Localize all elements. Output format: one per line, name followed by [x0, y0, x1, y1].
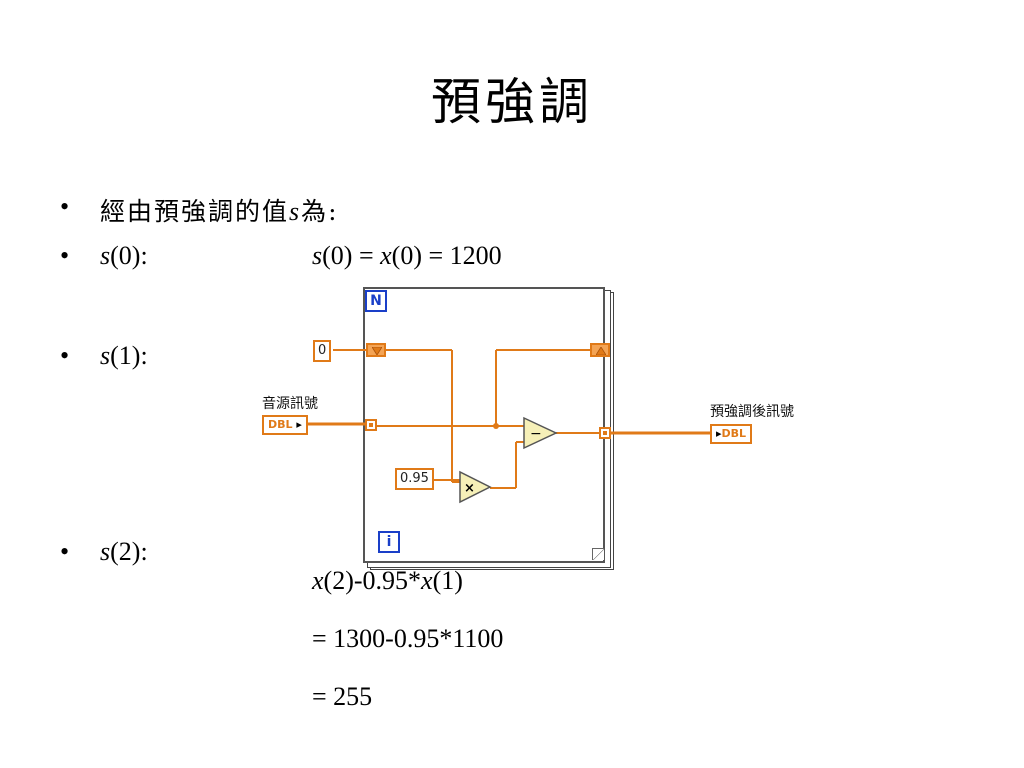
loop-iteration-terminal: i — [378, 531, 400, 553]
input-terminal: DBL ▸ — [262, 415, 308, 435]
dbl-type: DBL — [721, 427, 747, 440]
input-terminal-label: 音源訊號 — [262, 396, 318, 412]
shift-register-right — [590, 343, 610, 357]
bullet-marker: • — [60, 341, 70, 370]
equation-s2-line1: x(2)-0.95*x(1) — [312, 566, 463, 596]
eq-text: (1) — [432, 566, 463, 595]
eq-text: (2)-0.95* — [323, 566, 422, 595]
equation-s0: s(0) = x(0) = 1200 — [312, 241, 502, 271]
bullet-intro-post: 為: — [301, 197, 339, 226]
bullet-marker: • — [60, 241, 70, 270]
loop-resize-corner — [592, 548, 604, 560]
slide-title: 預強調 — [431, 73, 593, 131]
down-arrow-icon — [372, 347, 382, 355]
bullet-var: s — [100, 341, 111, 370]
init-constant: 0 — [313, 340, 332, 362]
multiply-symbol: × — [464, 481, 475, 496]
eq-var: x — [312, 566, 324, 595]
equation-s2-line2: = 1300-0.95*1100 — [312, 624, 504, 653]
bullet-marker: • — [60, 537, 70, 566]
up-arrow-icon — [596, 347, 606, 355]
output-terminal-label: 預強調後訊號 — [710, 404, 794, 420]
eq-text: (0) = — [322, 241, 381, 270]
eq-text: (0) = 1200 — [391, 241, 502, 270]
coef-constant: 0.95 — [395, 468, 434, 490]
wire-junction — [493, 423, 499, 429]
bullet-intro: 經由預強調的值s為: — [100, 192, 339, 228]
equation-s2-line3: = 255 — [312, 682, 373, 711]
output-tunnel — [599, 427, 611, 439]
subtract-symbol: − — [530, 426, 542, 442]
for-loop-frame — [363, 287, 605, 563]
input-tunnel — [365, 419, 377, 431]
bullet-index: (1): — [110, 341, 148, 370]
play-arrow-icon: ▸ — [292, 418, 302, 431]
play-arrow-icon: ▸ — [716, 427, 722, 440]
loop-count-terminal: N — [365, 290, 387, 312]
dbl-type: DBL — [268, 418, 293, 431]
eq-var: x — [380, 241, 392, 270]
bullet-s2-label: s(2): — [100, 537, 148, 567]
bullet-s0-label: s(0): — [100, 241, 148, 271]
bullet-var: s — [100, 241, 111, 270]
bullet-intro-var: s — [289, 197, 302, 226]
bullet-intro-text: 經由預強調的值 — [100, 197, 290, 226]
output-terminal: ▸DBL — [710, 424, 753, 444]
for-loop-shadow — [370, 292, 614, 570]
multiply-node — [459, 470, 492, 504]
for-loop-shadow — [367, 290, 611, 568]
bullet-s1-label: s(1): — [100, 341, 148, 371]
bullet-index: (2): — [110, 537, 148, 566]
eq-var: x — [421, 566, 433, 595]
bullet-var: s — [100, 537, 111, 566]
bullet-index: (0): — [110, 241, 148, 270]
shift-register-left — [366, 343, 386, 357]
subtract-node — [523, 416, 558, 450]
bullet-marker: • — [60, 192, 70, 221]
eq-var: s — [312, 241, 323, 270]
